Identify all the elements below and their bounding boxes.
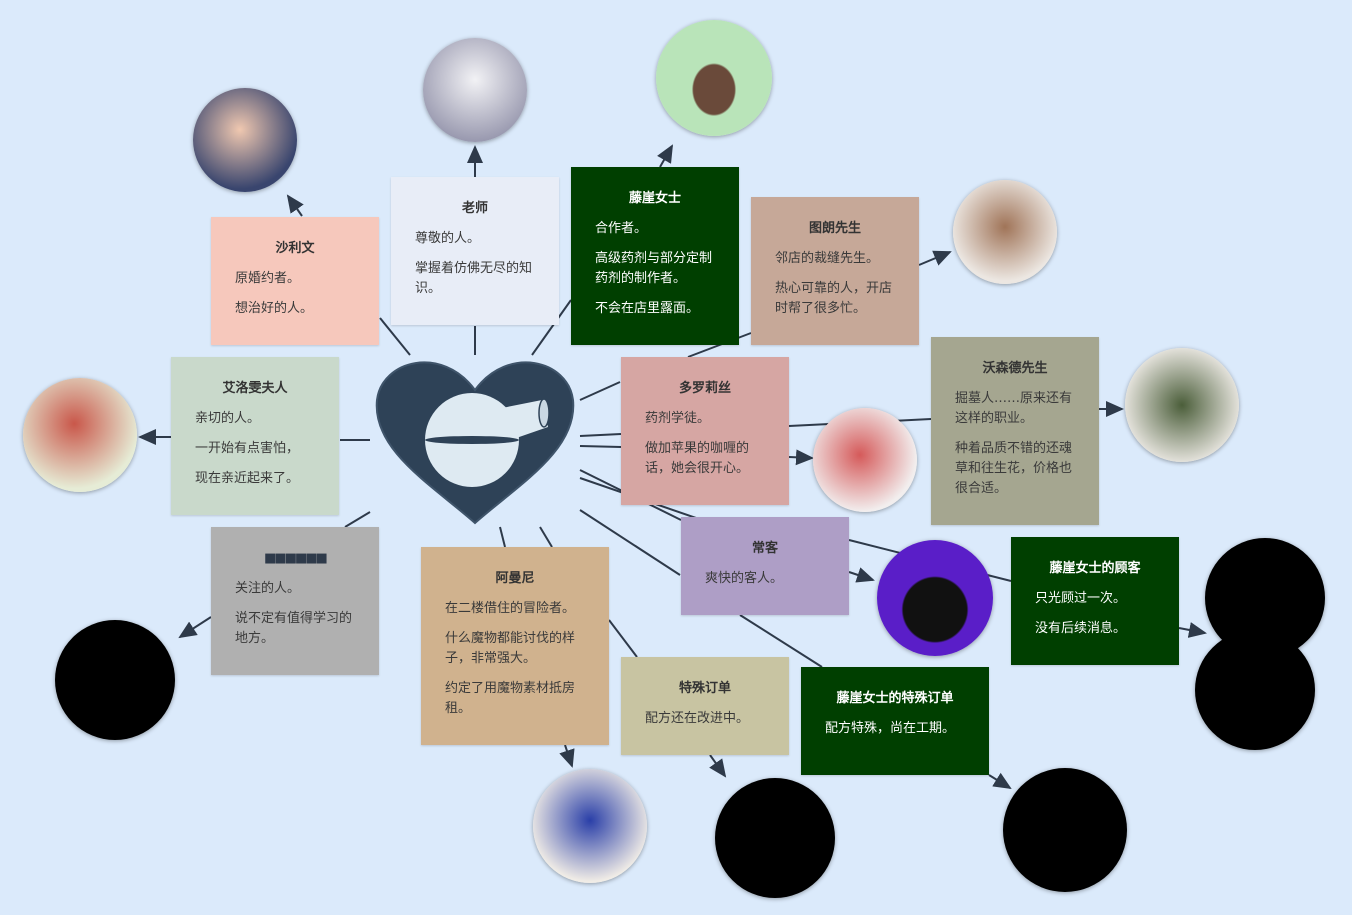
- card-title: 阿曼尼: [495, 571, 535, 586]
- avatar-turan: [953, 180, 1057, 284]
- card-watson[interactable]: 沃森德先生 掘墓人……原来还有这样的职业。种着品质不错的还魂草和往生花，价格也很…: [931, 337, 1099, 525]
- card-line: 种着品质不错的还魂草和往生花，价格也很合适。: [955, 441, 1073, 496]
- card-line: 只光顾过一次。: [1035, 591, 1127, 606]
- card-amani[interactable]: 阿曼尼 在二楼借住的冒险者。什么魔物都能讨伐的样子，非常强大。约定了用魔物素材抵…: [421, 547, 609, 745]
- card-line: 想治好的人。: [235, 301, 314, 316]
- card-line: 高级药剂与部分定制药剂的制作者。: [595, 251, 713, 286]
- card-title: 老师: [461, 201, 488, 216]
- card-redacted[interactable]: ■■■■■■ 关注的人。说不定有值得学习的地方。: [211, 527, 379, 675]
- avatar-teacher: [423, 38, 527, 142]
- card-fujigake-special-order[interactable]: 藤崖女士的特殊订单 配方特殊，尚在工期。: [801, 667, 989, 775]
- card-title: 沙利文: [275, 241, 315, 256]
- card-line: 关注的人。: [235, 581, 301, 596]
- card-teacher[interactable]: 老师 尊敬的人。掌握着仿佛无尽的知识。: [391, 177, 559, 325]
- card-doloris[interactable]: 多罗莉丝 药剂学徒。做加苹果的咖喱的话，她会很开心。: [621, 357, 789, 505]
- card-title: ■■■■■■: [264, 551, 328, 566]
- card-fujigake-customer[interactable]: 藤崖女士的顾客 只光顾过一次。没有后续消息。: [1011, 537, 1179, 665]
- card-line: 一开始有点害怕，: [195, 441, 300, 456]
- card-line: 爽快的客人。: [705, 571, 784, 586]
- card-line: 不会在店里露面。: [595, 301, 700, 316]
- avatar-unknown-3: [55, 620, 175, 740]
- card-line: 热心可靠的人，开店时帮了很多忙。: [775, 281, 893, 316]
- card-line: 在二楼借住的冒险者。: [445, 601, 576, 616]
- card-line: 亲切的人。: [195, 411, 261, 426]
- avatar-unknown-4: [715, 778, 835, 898]
- card-title: 图朗先生: [808, 221, 861, 236]
- card-line: 掌握着仿佛无尽的知识。: [415, 261, 533, 296]
- card-line: 合作者。: [595, 221, 648, 236]
- card-line: 尊敬的人。: [415, 231, 481, 246]
- card-sullivan[interactable]: 沙利文 原婚约者。想治好的人。: [211, 217, 379, 345]
- card-title: 艾洛雯夫人: [222, 381, 288, 396]
- avatar-fujigake: [656, 20, 772, 136]
- card-line: 做加苹果的咖喱的话，她会很开心。: [645, 441, 750, 476]
- card-special-order[interactable]: 特殊订单 配方还在改进中。: [621, 657, 789, 755]
- card-line: 配方还在改进中。: [645, 711, 750, 726]
- card-title: 常客: [751, 541, 778, 556]
- avatar-unknown-5: [1003, 768, 1127, 892]
- card-title: 多罗莉丝: [678, 381, 731, 396]
- card-title: 藤崖女士: [628, 191, 681, 206]
- card-turan[interactable]: 图朗先生 邻店的裁缝先生。热心可靠的人，开店时帮了很多忙。: [751, 197, 919, 345]
- avatar-unknown-2: [1195, 630, 1315, 750]
- card-title: 沃森德先生: [982, 361, 1048, 376]
- card-regular[interactable]: 常客 爽快的客人。: [681, 517, 849, 615]
- avatar-eloen: [23, 378, 137, 492]
- card-title: 藤崖女士的顾客: [1049, 561, 1141, 576]
- avatar-regular: [877, 540, 993, 656]
- card-line: 掘墓人……原来还有这样的职业。: [955, 391, 1073, 426]
- card-line: 约定了用魔物素材抵房租。: [445, 681, 576, 716]
- avatar-doloris: [813, 408, 917, 512]
- card-title: 藤崖女士的特殊订单: [836, 691, 954, 706]
- card-line: 原婚约者。: [235, 271, 301, 286]
- card-line: 说不定有值得学习的地方。: [235, 611, 353, 646]
- card-eloen[interactable]: 艾洛雯夫人 亲切的人。一开始有点害怕， 现在亲近起来了。: [171, 357, 339, 515]
- card-line: 配方特殊，尚在工期。: [825, 721, 956, 736]
- avatar-sullivan: [193, 88, 297, 192]
- card-line: 邻店的裁缝先生。: [775, 251, 880, 266]
- card-line: 没有后续消息。: [1035, 621, 1127, 636]
- card-title: 特殊订单: [678, 681, 731, 696]
- card-line: 什么魔物都能讨伐的样子，非常强大。: [445, 631, 576, 666]
- avatar-watson: [1125, 348, 1239, 462]
- heart-potion-icon: [375, 361, 575, 525]
- card-line: 现在亲近起来了。: [195, 471, 300, 486]
- avatar-amani: [533, 769, 647, 883]
- card-fujigake[interactable]: 藤崖女士 合作者。高级药剂与部分定制药剂的制作者。不会在店里露面。: [571, 167, 739, 345]
- card-line: 药剂学徒。: [645, 411, 711, 426]
